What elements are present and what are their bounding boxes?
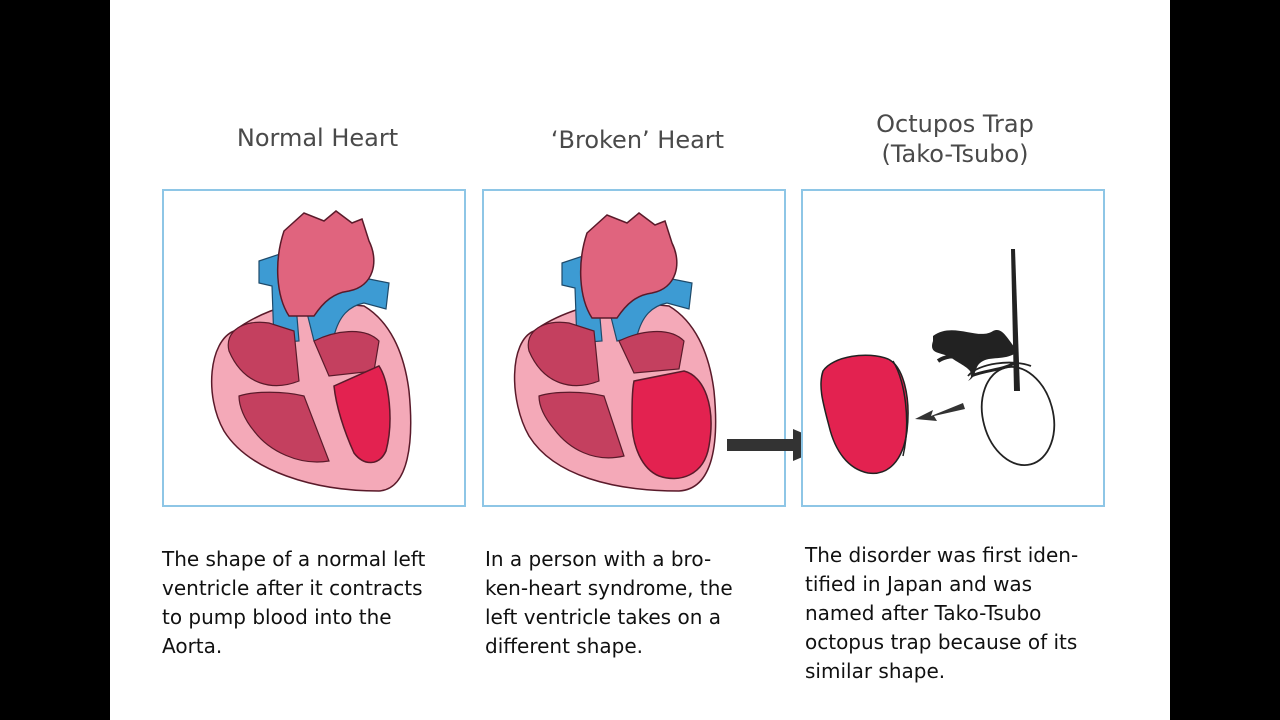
caption-broken-heart: In a person with a bro- ken-heart syndro… — [485, 547, 733, 658]
small-arrow-icon — [915, 403, 965, 421]
aorta — [276, 210, 375, 317]
left-atrium — [313, 330, 380, 377]
trap-pole — [1011, 249, 1020, 391]
left-atrium — [618, 330, 685, 374]
broken-heart-illustration — [513, 212, 717, 492]
panel-octopus-trap — [801, 189, 1105, 507]
left-ventricle-ballooned — [631, 370, 712, 480]
right-ventricle — [238, 391, 330, 463]
ventricle-shape — [820, 354, 909, 475]
right-atrium — [527, 321, 600, 387]
right-atrium — [227, 321, 300, 387]
panel-broken-heart — [482, 189, 786, 507]
caption-octopus-trap: The disorder was first iden- tified in J… — [805, 543, 1079, 683]
panel-normal-heart — [162, 189, 466, 507]
title-octopus-trap: Octupos Trap (Tako-Tsubo) — [876, 110, 1034, 168]
right-ventricle — [538, 391, 625, 459]
octopus-trap-illustration — [820, 249, 1056, 475]
left-ventricle — [333, 365, 391, 464]
caption-normal-heart: The shape of a normal left ventricle aft… — [162, 547, 426, 658]
diagram-sheet: Normal Heart ‘Broken’ Heart Octupos Trap… — [110, 0, 1170, 720]
normal-heart-illustration — [210, 210, 412, 492]
title-broken-heart: ‘Broken’ Heart — [550, 126, 725, 154]
aorta — [579, 212, 678, 319]
title-normal-heart: Normal Heart — [236, 124, 399, 152]
